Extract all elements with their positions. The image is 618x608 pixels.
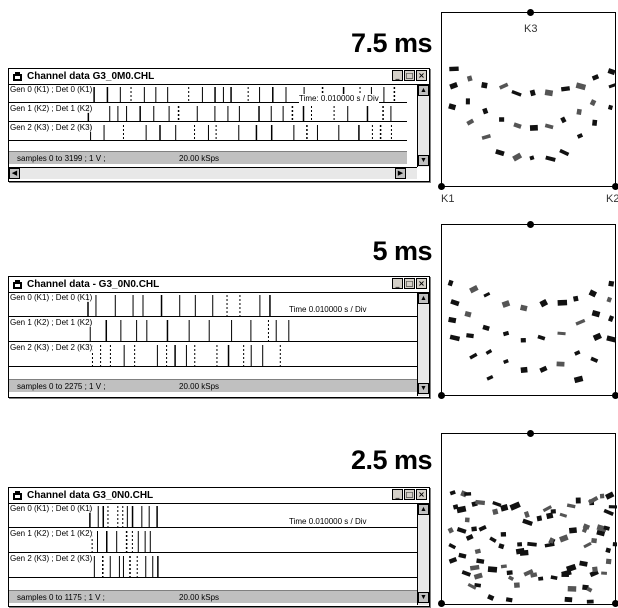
channel-row-gen1[interactable]: Gen 1 (K2) ; Det 1 (K2) [9,318,417,342]
samples-range: samples 0 to 3199 ; 1 V ; [17,154,106,163]
window-title: Channel data - G3_0N0.CHL [27,279,160,290]
vertex-dot [612,183,618,190]
vertex-dot [438,183,445,190]
vertex-label-k2: K2 [606,193,618,205]
pulse-trace [91,345,281,366]
maximize-button[interactable]: □ [404,278,415,289]
vertical-scrollbar[interactable]: ▲ ▼ [417,293,429,396]
scroll-up-icon[interactable]: ▲ [418,504,429,515]
pulse-trace [87,106,392,121]
statusbar: samples 0 to 1175 ; 1 V ; 20.00 kSps [9,590,417,604]
scroll-down-icon[interactable]: ▼ [418,383,429,394]
vertex-label-k3: K3 [524,23,538,35]
samples-range: samples 0 to 2275 ; 1 V ; [17,382,106,391]
vertex-dot [527,9,534,16]
channel-row-gen2[interactable]: Gen 2 (K3) ; Det 2 (K3) [9,343,417,367]
scroll-up-icon[interactable]: ▲ [418,293,429,304]
pulse-trace [93,556,159,577]
channel-label: Gen 2 (K3) ; Det 2 (K3) [9,554,94,563]
time-per-div: Time 0.010000 s / Div [289,517,367,526]
pattern-plot [447,279,617,384]
label-7-5-ms: 7.5 ms [350,28,433,58]
channel-window-2: Channel data - G3_0N0.CHL _ □ × Gen 0 (K… [8,276,430,398]
pattern-plot [447,490,617,604]
vertex-dot [612,392,618,399]
close-button[interactable]: × [416,70,427,81]
vertex-dot [438,600,445,607]
label-2-5-ms: 2.5 ms [350,445,433,475]
pulse-trace [91,531,151,552]
titlebar[interactable]: Channel data G3_0N0.CHL _ □ × [9,488,429,504]
titlebar[interactable]: Channel data - G3_0N0.CHL _ □ × [9,277,429,293]
pulse-trace [90,125,392,140]
scroll-down-icon[interactable]: ▼ [418,592,429,603]
statusbar: samples 0 to 3199 ; 1 V ; 20.00 kSps [9,151,407,165]
channel-row-gen2[interactable]: Gen 2 (K3) ; Det 2 (K3) [9,123,407,141]
channel-row-gen1[interactable]: Gen 1 (K2) ; Det 1 (K2) [9,104,407,122]
channel-app-icon [13,280,22,289]
minimize-button[interactable]: _ [392,70,403,81]
channel-row-gen0[interactable]: Gen 0 (K1) ; Det 0 (K1) [9,504,417,528]
vertex-label-k1: K1 [441,193,455,205]
vertex-dot [612,600,618,607]
maximize-button[interactable]: □ [404,489,415,500]
vertical-scrollbar[interactable]: ▲ ▼ [417,504,429,605]
vertex-dot [438,392,445,399]
time-per-div: Time: 0.010000 s / Div [299,94,379,103]
channel-label: Gen 1 (K2) ; Det 1 (K2) [9,104,94,113]
channel-label: Gen 2 (K3) ; Det 2 (K3) [9,123,94,132]
minimize-button[interactable]: _ [392,489,403,500]
channel-label: Gen 0 (K1) ; Det 0 (K1) [9,85,94,94]
channel-label: Gen 1 (K2) ; Det 1 (K2) [9,318,94,327]
channel-row-gen1[interactable]: Gen 1 (K2) ; Det 1 (K2) [9,529,417,553]
close-button[interactable]: × [416,489,427,500]
statusbar: samples 0 to 2275 ; 1 V ; 20.00 kSps [9,379,417,393]
scroll-left-icon[interactable]: ◀ [9,168,20,179]
channel-label: Gen 1 (K2) ; Det 1 (K2) [9,529,94,538]
pulse-trace [87,295,271,316]
window-title: Channel data G3_0N0.CHL [27,490,154,501]
sample-rate: 20.00 kSps [179,154,220,163]
triangle-panel-3 [441,433,617,605]
channel-row-gen0[interactable]: Gen 0 (K1) ; Det 0 (K1) [9,293,417,317]
scroll-up-icon[interactable]: ▲ [418,85,429,96]
triangle-panel-2 [441,224,617,396]
channel-app-icon [13,491,22,500]
vertical-scrollbar[interactable]: ▲ ▼ [417,85,429,167]
horizontal-scrollbar[interactable]: ◀ ▶ [9,167,417,179]
maximize-button[interactable]: □ [404,70,415,81]
scroll-right-icon[interactable]: ▶ [395,168,406,179]
titlebar[interactable]: Channel data G3_0M0.CHL _ □ × [9,69,429,85]
label-5-ms: 5 ms [372,236,432,266]
triangle-panel-1: K3 [441,12,616,187]
sample-rate: 20.00 kSps [179,593,220,602]
close-button[interactable]: × [416,278,427,289]
scroll-down-icon[interactable]: ▼ [418,155,429,166]
channel-window-3: Channel data G3_0N0.CHL _ □ × Gen 0 (K1)… [8,487,430,607]
pulse-trace [89,320,290,341]
vertex-dot [527,430,534,437]
minimize-button[interactable]: _ [392,278,403,289]
window-title: Channel data G3_0M0.CHL [27,71,155,82]
channel-app-icon [13,72,22,81]
time-per-div: Time 0.010000 s / Div [289,305,367,314]
samples-range: samples 0 to 1175 ; 1 V ; [17,593,105,602]
channel-label: Gen 0 (K1) ; Det 0 (K1) [9,293,94,302]
vertex-dot [527,221,534,228]
sample-rate: 20.00 kSps [179,382,220,391]
channel-label: Gen 0 (K1) ; Det 0 (K1) [9,504,94,513]
pattern-plot [448,66,616,162]
channel-window-1: Channel data G3_0M0.CHL _ □ × Gen 0 (K1)… [8,68,430,182]
channel-row-gen2[interactable]: Gen 2 (K3) ; Det 2 (K3) [9,554,417,578]
channel-label: Gen 2 (K3) ; Det 2 (K3) [9,343,94,352]
